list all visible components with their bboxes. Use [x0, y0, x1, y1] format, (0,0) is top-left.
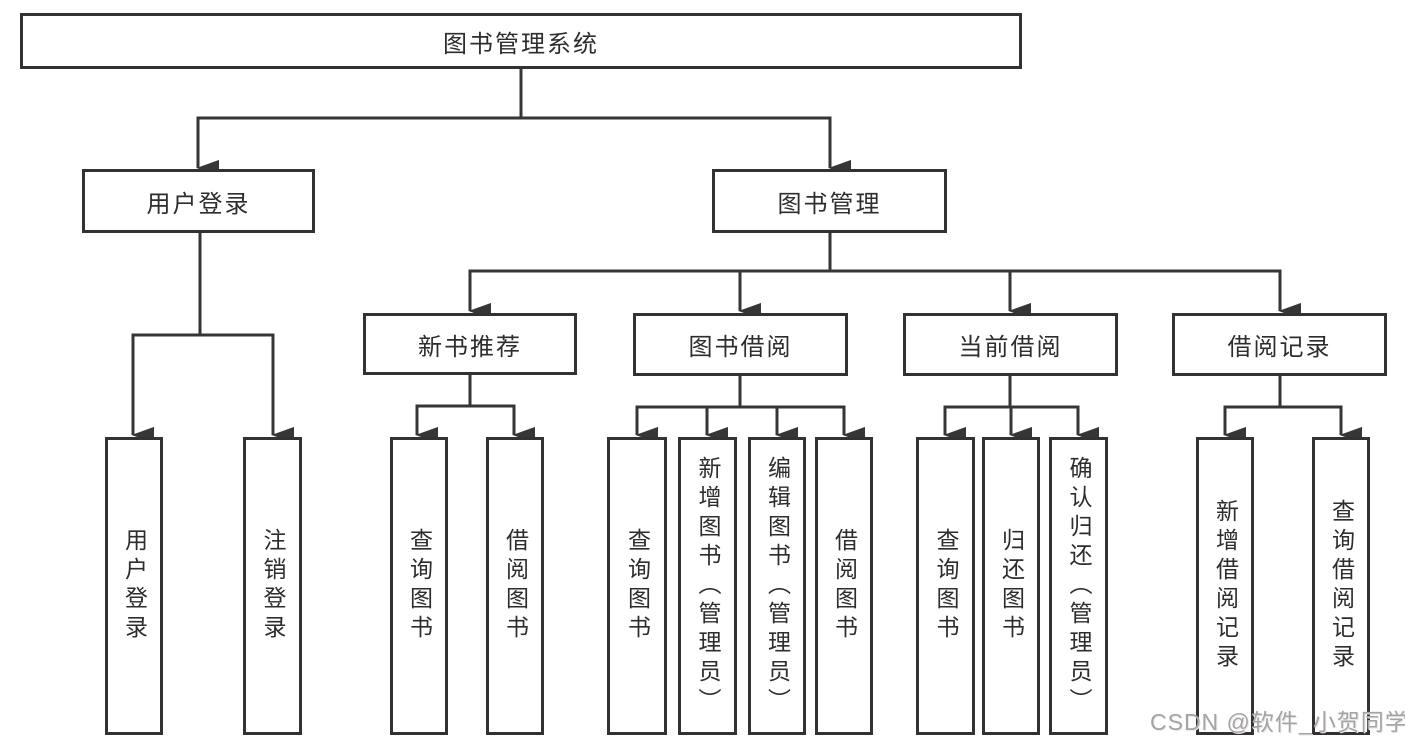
- leaf-user-login: 用户登录: [105, 437, 163, 735]
- leaf-query-books-borrowing: 查询图书: [607, 437, 667, 735]
- leaf-add-borrow-record: 新增借阅记录: [1196, 437, 1254, 735]
- leaf-confirm-return-admin: 确认归还（管理员）: [1049, 437, 1108, 735]
- leaf-query-books-recommendation: 查询图书: [390, 437, 448, 735]
- leaf-query-books-current: 查询图书: [916, 437, 975, 735]
- leaf-query-borrow-record: 查询借阅记录: [1312, 437, 1370, 735]
- connector-root-to-branches: [196, 68, 852, 177]
- csdn-watermark: CSDN @软件_小贺同学: [1150, 709, 1405, 735]
- connector-book-management-to-groups: [468, 232, 1302, 320]
- leaf-logout: 注销登录: [243, 437, 302, 735]
- node-user-login: 用户登录: [82, 169, 315, 233]
- node-current-borrowing: 当前借阅: [903, 313, 1118, 376]
- node-library-management-system: 图书管理系统: [20, 13, 1022, 69]
- connector-current-borrowing-to-leaves: [943, 374, 1100, 444]
- node-borrowing-records: 借阅记录: [1172, 313, 1387, 376]
- connector-book-borrowing-to-leaves: [635, 374, 866, 444]
- leaf-return-book: 归还图书: [982, 437, 1040, 735]
- node-book-borrowing: 图书借阅: [633, 313, 848, 376]
- leaf-add-book-admin: 新增图书（管理员）: [678, 437, 737, 735]
- connector-new-book-recommendation-to-leaves: [415, 374, 536, 444]
- connector-borrowing-records-to-leaves: [1223, 374, 1363, 444]
- leaf-borrow-books-recommendation: 借阅图书: [486, 437, 544, 735]
- node-new-book-recommendation: 新书推荐: [363, 313, 577, 375]
- connector-user-login-to-leaves: [131, 232, 295, 444]
- leaf-borrow-books-borrowing: 借阅图书: [815, 437, 873, 735]
- leaf-edit-book-admin: 编辑图书（管理员）: [748, 437, 806, 735]
- node-book-management: 图书管理: [712, 169, 947, 233]
